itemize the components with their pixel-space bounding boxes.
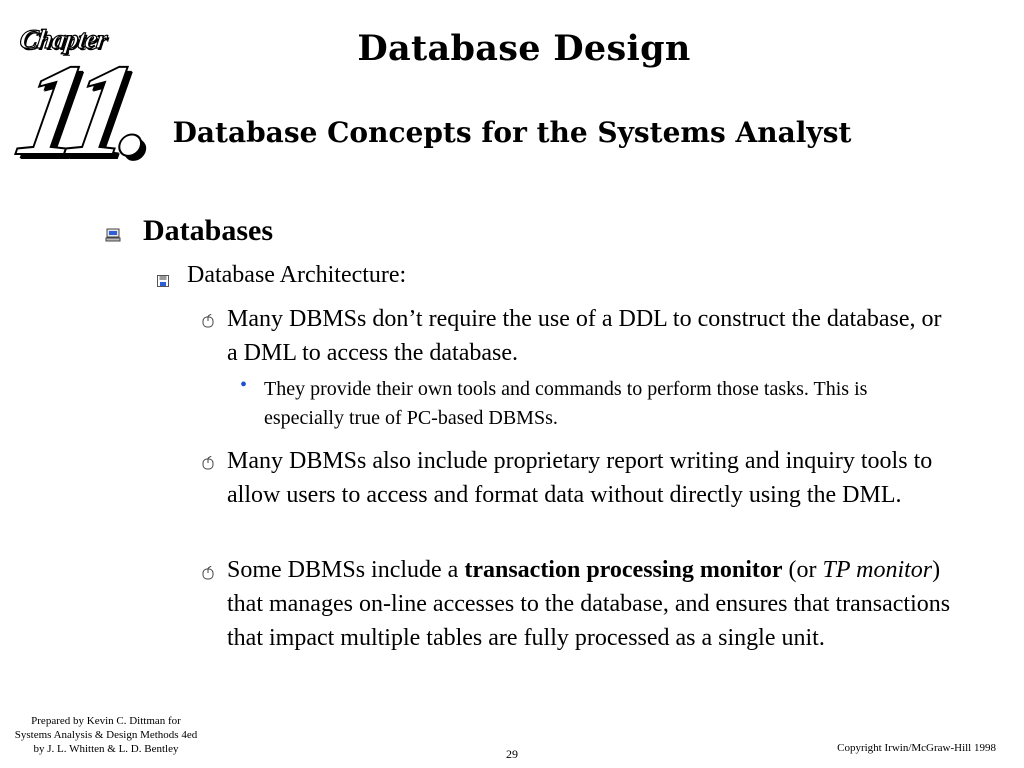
footer-credits-line1: Prepared by Kevin C. Dittman for <box>31 715 181 727</box>
page-number: 29 <box>506 747 518 761</box>
mouse-icon <box>202 565 214 585</box>
outline-level1: Databases <box>143 214 274 247</box>
computer-icon <box>105 228 121 247</box>
outline-item-3: Some DBMSs include a transaction process… <box>227 553 957 655</box>
footer-credits: Prepared by Kevin C. Dittman for Systems… <box>0 714 212 756</box>
outline-item-3-italic: TP monitor <box>822 557 933 583</box>
disk-icon <box>157 274 169 292</box>
outline-item-1-sub: They provide their own tools and command… <box>264 378 868 429</box>
mouse-icon <box>202 455 214 475</box>
copyright: Copyright Irwin/McGraw-Hill 1998 <box>837 742 996 754</box>
footer-credits-line3: by J. L. Whitten & L. D. Bentley <box>33 743 179 755</box>
outline-level2: Database Architecture: <box>187 262 407 288</box>
footer-credits-line2: Systems Analysis & Design Methods 4ed <box>14 729 198 741</box>
outline-item-3-part3: ) that manages on-line accesses to the d… <box>227 557 951 651</box>
bullet-dot: • <box>240 374 248 396</box>
outline-item-3-bold: transaction processing monitor <box>464 557 783 583</box>
outline-item-3-part2: (or <box>782 557 823 583</box>
outline-item-1: Many DBMSs don’t require the use of a DD… <box>227 306 942 366</box>
outline-item-3-part1: Some DBMSs include a <box>227 557 465 583</box>
outline-item-2: Many DBMSs also include proprietary repo… <box>227 448 933 508</box>
slide-title: Database Design <box>357 28 691 69</box>
slide-subtitle: Database Concepts for the Systems Analys… <box>172 116 852 149</box>
mouse-icon <box>202 313 214 333</box>
